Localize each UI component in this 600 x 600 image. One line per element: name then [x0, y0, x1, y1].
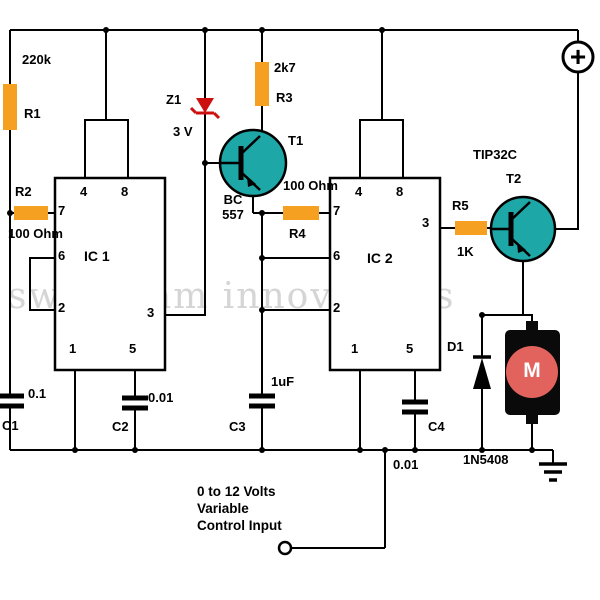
- r4-ref-label: R4: [289, 226, 306, 241]
- ic2-pin2-label: 2: [333, 300, 341, 315]
- c4-ref-label: C4: [428, 419, 445, 434]
- positive-terminal-icon: [561, 40, 595, 74]
- control-input-note: 0 to 12 Volts Variable Control Input: [197, 484, 282, 533]
- ic2-pin4-label: 4: [355, 184, 363, 199]
- c3-symbol: [249, 393, 275, 409]
- c4-symbol: [402, 399, 428, 415]
- c1-symbol: [0, 393, 24, 409]
- r5-symbol: [455, 221, 487, 235]
- ic2-pin6-label: 6: [333, 248, 341, 263]
- ic1-body: [53, 176, 167, 372]
- r2-symbol: [14, 206, 48, 220]
- z1-value-label: 3 V: [173, 124, 193, 139]
- z1-symbol: [189, 98, 221, 120]
- junction-dots: [7, 27, 535, 453]
- t2-ref-label: T2: [506, 171, 522, 186]
- t2-part-label: TIP32C: [473, 147, 518, 162]
- t1-symbol: [218, 128, 288, 198]
- ic1-name-label: IC 1: [84, 248, 110, 264]
- r4-symbol: [283, 206, 319, 220]
- c2-value-label: 0.01: [148, 390, 174, 405]
- ic1-pin5-label: 5: [129, 341, 137, 356]
- z1-ref-label: Z1: [166, 92, 182, 107]
- ic1-pin1-label: 1: [69, 341, 77, 356]
- ic1-pin7-label: 7: [58, 203, 66, 218]
- r4-value-label: 100 Ohm: [283, 178, 338, 193]
- ic1-pin2-label: 2: [58, 300, 66, 315]
- ic2-pin8-label: 8: [396, 184, 404, 199]
- t1-ref-label: T1: [288, 133, 304, 148]
- c2-symbol: [122, 395, 148, 411]
- r5-value-label: 1K: [457, 244, 474, 259]
- ic2-pin7-label: 7: [333, 203, 341, 218]
- r3-value-label: 2k7: [274, 60, 296, 75]
- r3-symbol: [255, 62, 269, 106]
- c4-value-label: 0.01: [393, 457, 419, 472]
- r5-ref-label: R5: [452, 198, 469, 213]
- c1-value-label: 0.1: [28, 386, 47, 401]
- c3-ref-label: C3: [229, 419, 246, 434]
- r2-value-label: 100 Ohm: [8, 226, 63, 241]
- r1-value-label: 220k: [22, 52, 51, 67]
- ic1-pin4-label: 4: [80, 184, 88, 199]
- r3-ref-label: R3: [276, 90, 293, 105]
- motor-symbol: [505, 321, 560, 424]
- ground-icon: [539, 462, 567, 482]
- c2-ref-label: C2: [112, 419, 129, 434]
- d1-part-label: 1N5408: [463, 452, 509, 467]
- ic2-pin1-label: 1: [351, 341, 359, 356]
- motor-letter: M: [523, 359, 541, 382]
- ic2-pin5-label: 5: [406, 341, 414, 356]
- c1-ref-label: C1: [2, 418, 19, 433]
- ic2-name-label: IC 2: [367, 250, 393, 266]
- c3-value-label: 1uF: [271, 374, 295, 389]
- d1-ref-label: D1: [447, 339, 464, 354]
- positive-terminal-label: +: [569, 41, 587, 72]
- ic2-pin3-label: 3: [422, 215, 430, 230]
- t1-part-label: BC 557: [222, 192, 244, 222]
- t2-symbol: [489, 195, 557, 263]
- r2-ref-label: R2: [15, 184, 32, 199]
- control-input-terminal: [277, 540, 293, 556]
- ic1-pin6-label: 6: [58, 248, 66, 263]
- r1-symbol: [3, 84, 17, 130]
- ic1-pin3-label: 3: [147, 305, 155, 320]
- r1-ref-label: R1: [24, 106, 41, 121]
- ic2-body: [328, 176, 442, 372]
- d1-symbol: [473, 355, 491, 389]
- ic1-pin8-label: 8: [121, 184, 129, 199]
